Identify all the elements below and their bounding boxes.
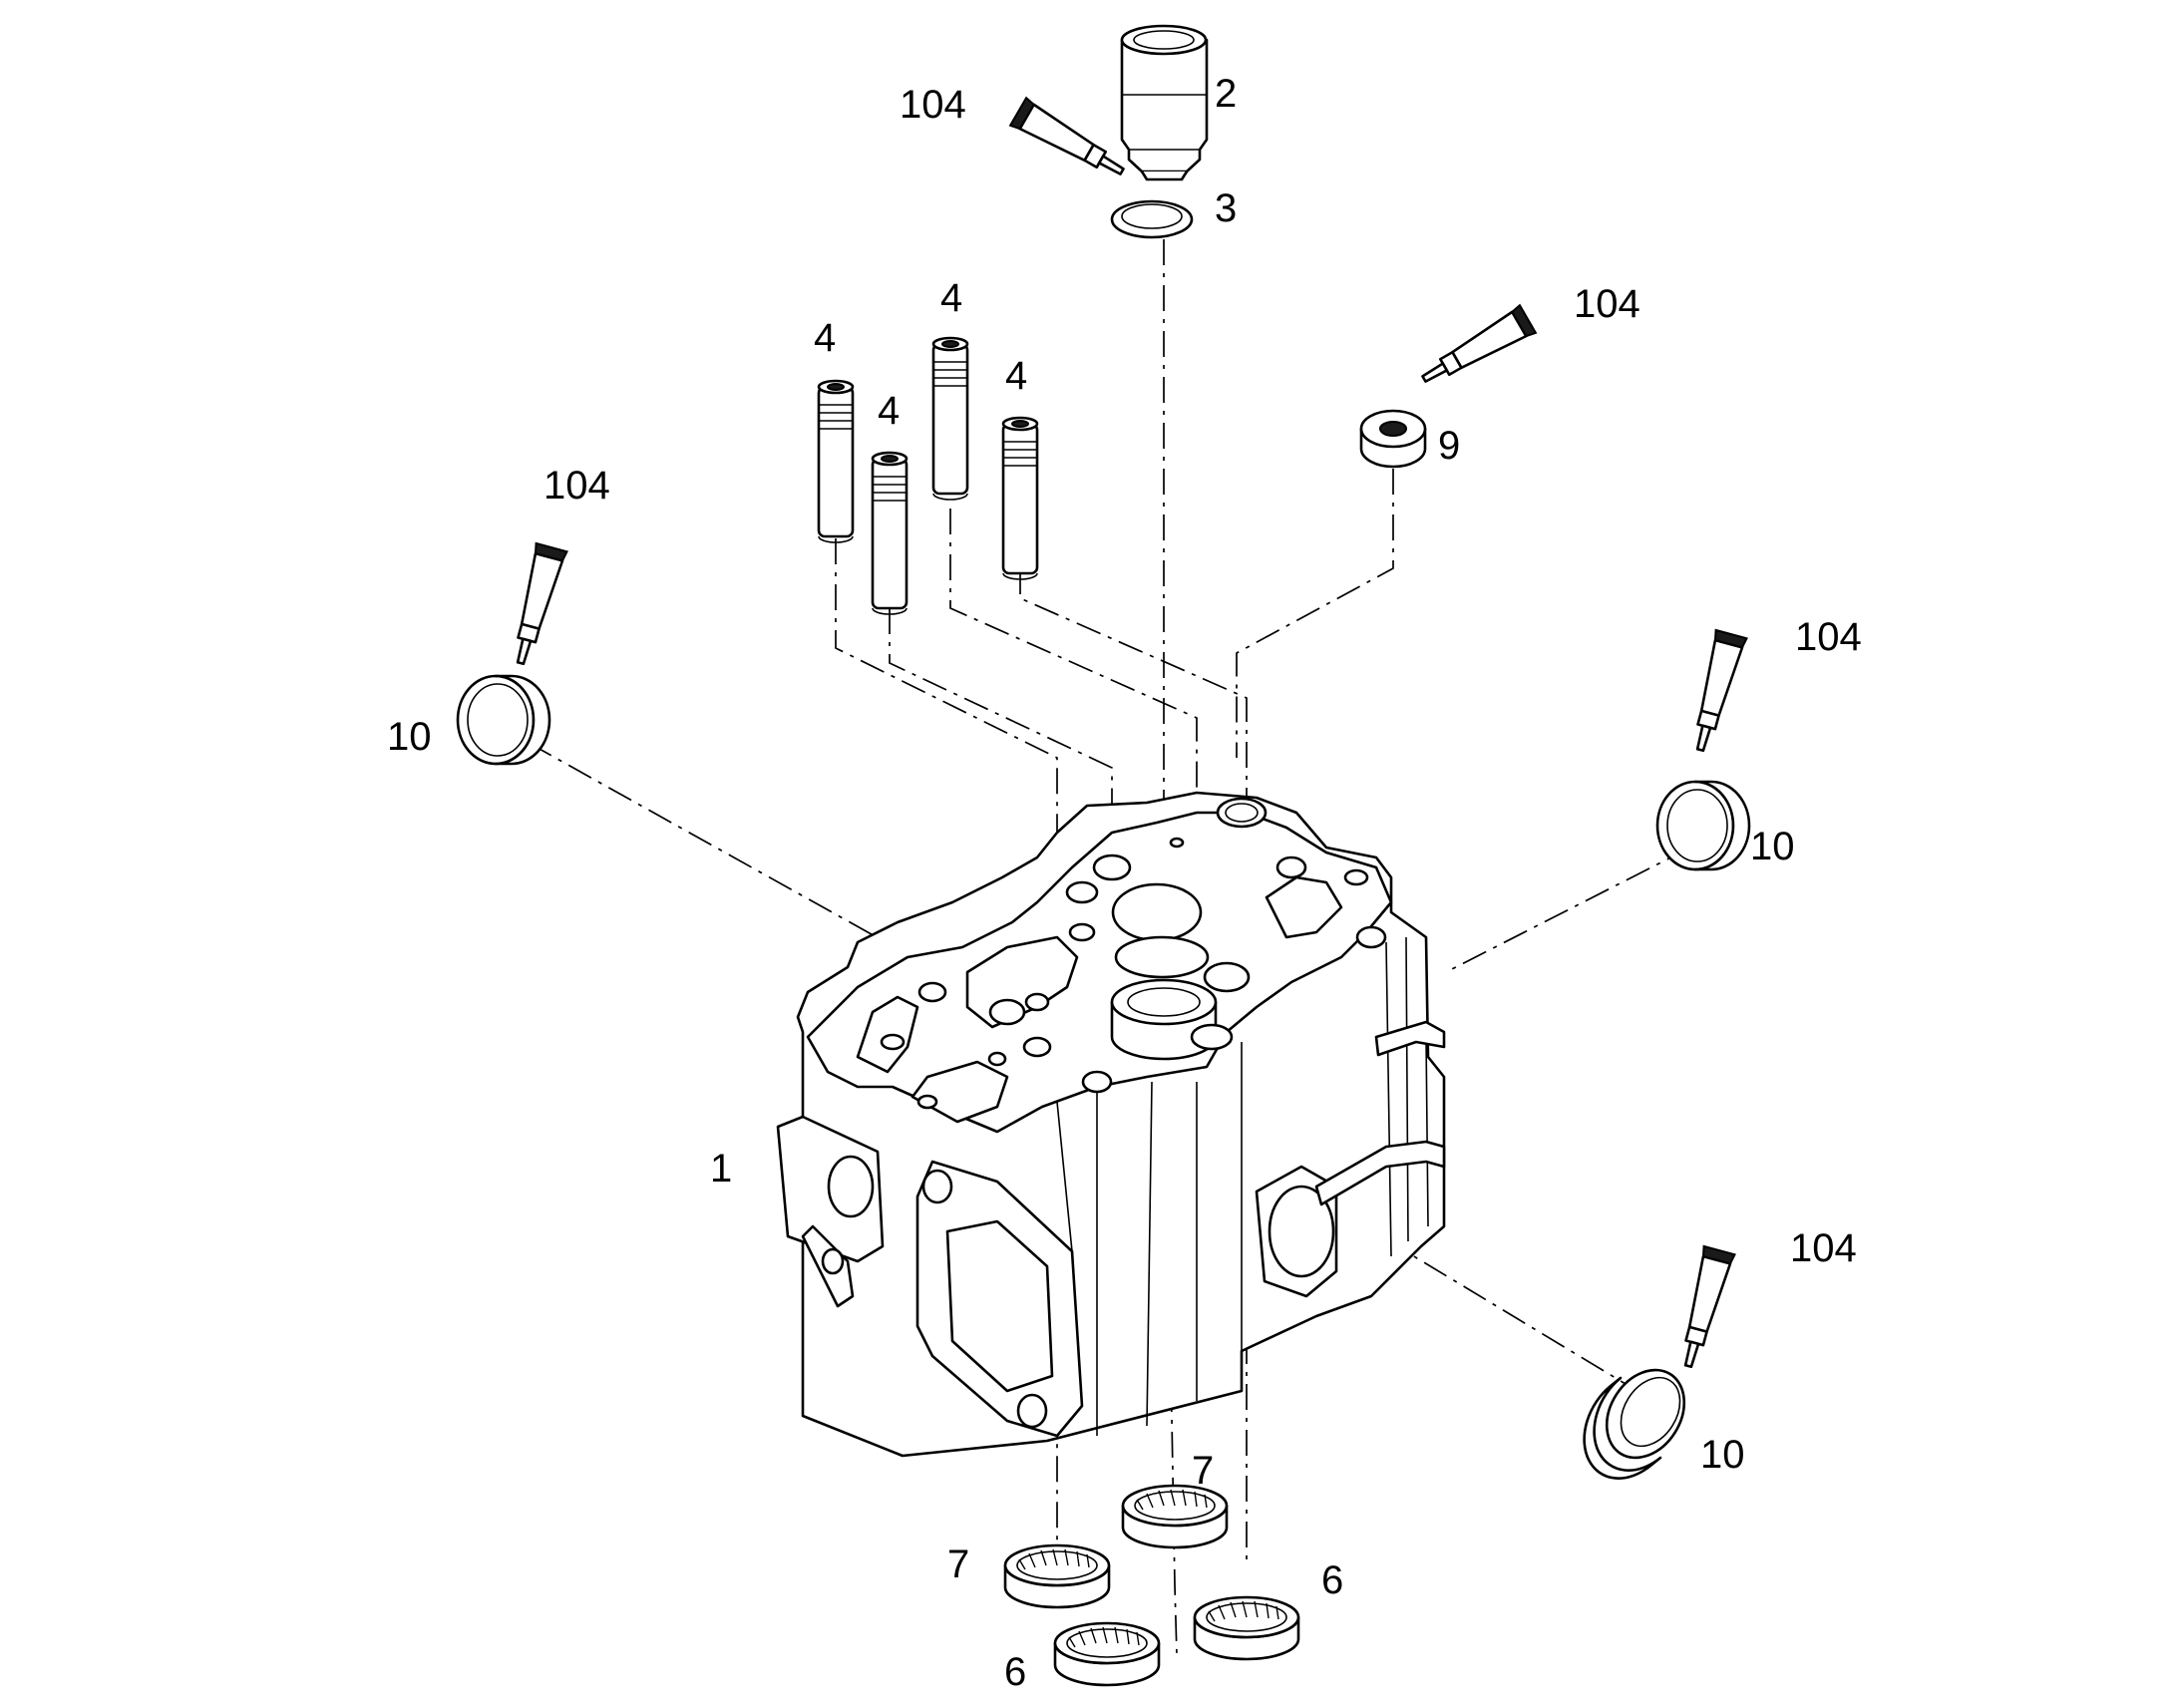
seat-ring-6-right [1193,1595,1300,1661]
sleeve-seal-ring [1110,199,1194,239]
seat-ring-7-left [1003,1543,1111,1609]
cylinder-head [776,791,1446,1458]
plug-lower-right [1583,1368,1686,1480]
sealant-tube-top [1008,96,1132,187]
callout-injector-sleeve: 2 [1215,72,1237,116]
callout-guide-c: 4 [940,276,962,320]
callout-sealant-lower-right: 104 [1790,1226,1857,1270]
valve-guide-c [931,336,969,502]
callout-seat-7-right: 7 [1192,1449,1214,1493]
seat-ring-6-left [1053,1621,1161,1687]
injector-sleeve [1120,24,1209,181]
callout-sleeve-seal-ring: 3 [1215,186,1237,230]
valve-guide-b [871,451,908,616]
valve-guide-d [1001,416,1039,581]
callout-sealant-top: 104 [900,83,966,127]
small-seal [1359,409,1427,469]
callout-sealant-left: 104 [544,464,610,508]
callout-seat-6-left: 6 [1004,1650,1026,1694]
callout-plug-left: 10 [387,715,432,759]
callout-small-seal: 9 [1438,424,1460,468]
callout-plug-right: 10 [1750,825,1795,868]
injector-bore [1110,882,1251,1061]
callout-guide-b: 4 [878,389,900,433]
callout-seat-7-left: 7 [947,1542,969,1586]
plug-right [1655,780,1751,871]
sealant-tube-left [504,541,568,669]
sealant-tube-upper-right [1414,303,1538,395]
callout-guide-a: 4 [814,316,836,360]
sealant-tube-right [1683,628,1748,756]
valve-guide-a [817,379,855,544]
callout-seat-6-right: 6 [1321,1558,1343,1602]
plug-left [456,674,551,766]
callout-cylinder-head: 1 [710,1147,732,1191]
callout-plug-lower-right: 10 [1700,1433,1745,1477]
seat-ring-7-right [1121,1484,1229,1549]
sealant-tube-lower-right [1671,1244,1736,1372]
callouts: 1 2 3 4 4 4 4 9 10 10 10 7 7 6 6 104 104… [387,72,1862,1694]
callout-sealant-upper-right: 104 [1574,282,1640,326]
callout-sealant-right: 104 [1795,615,1862,659]
callout-guide-d: 4 [1005,354,1027,398]
